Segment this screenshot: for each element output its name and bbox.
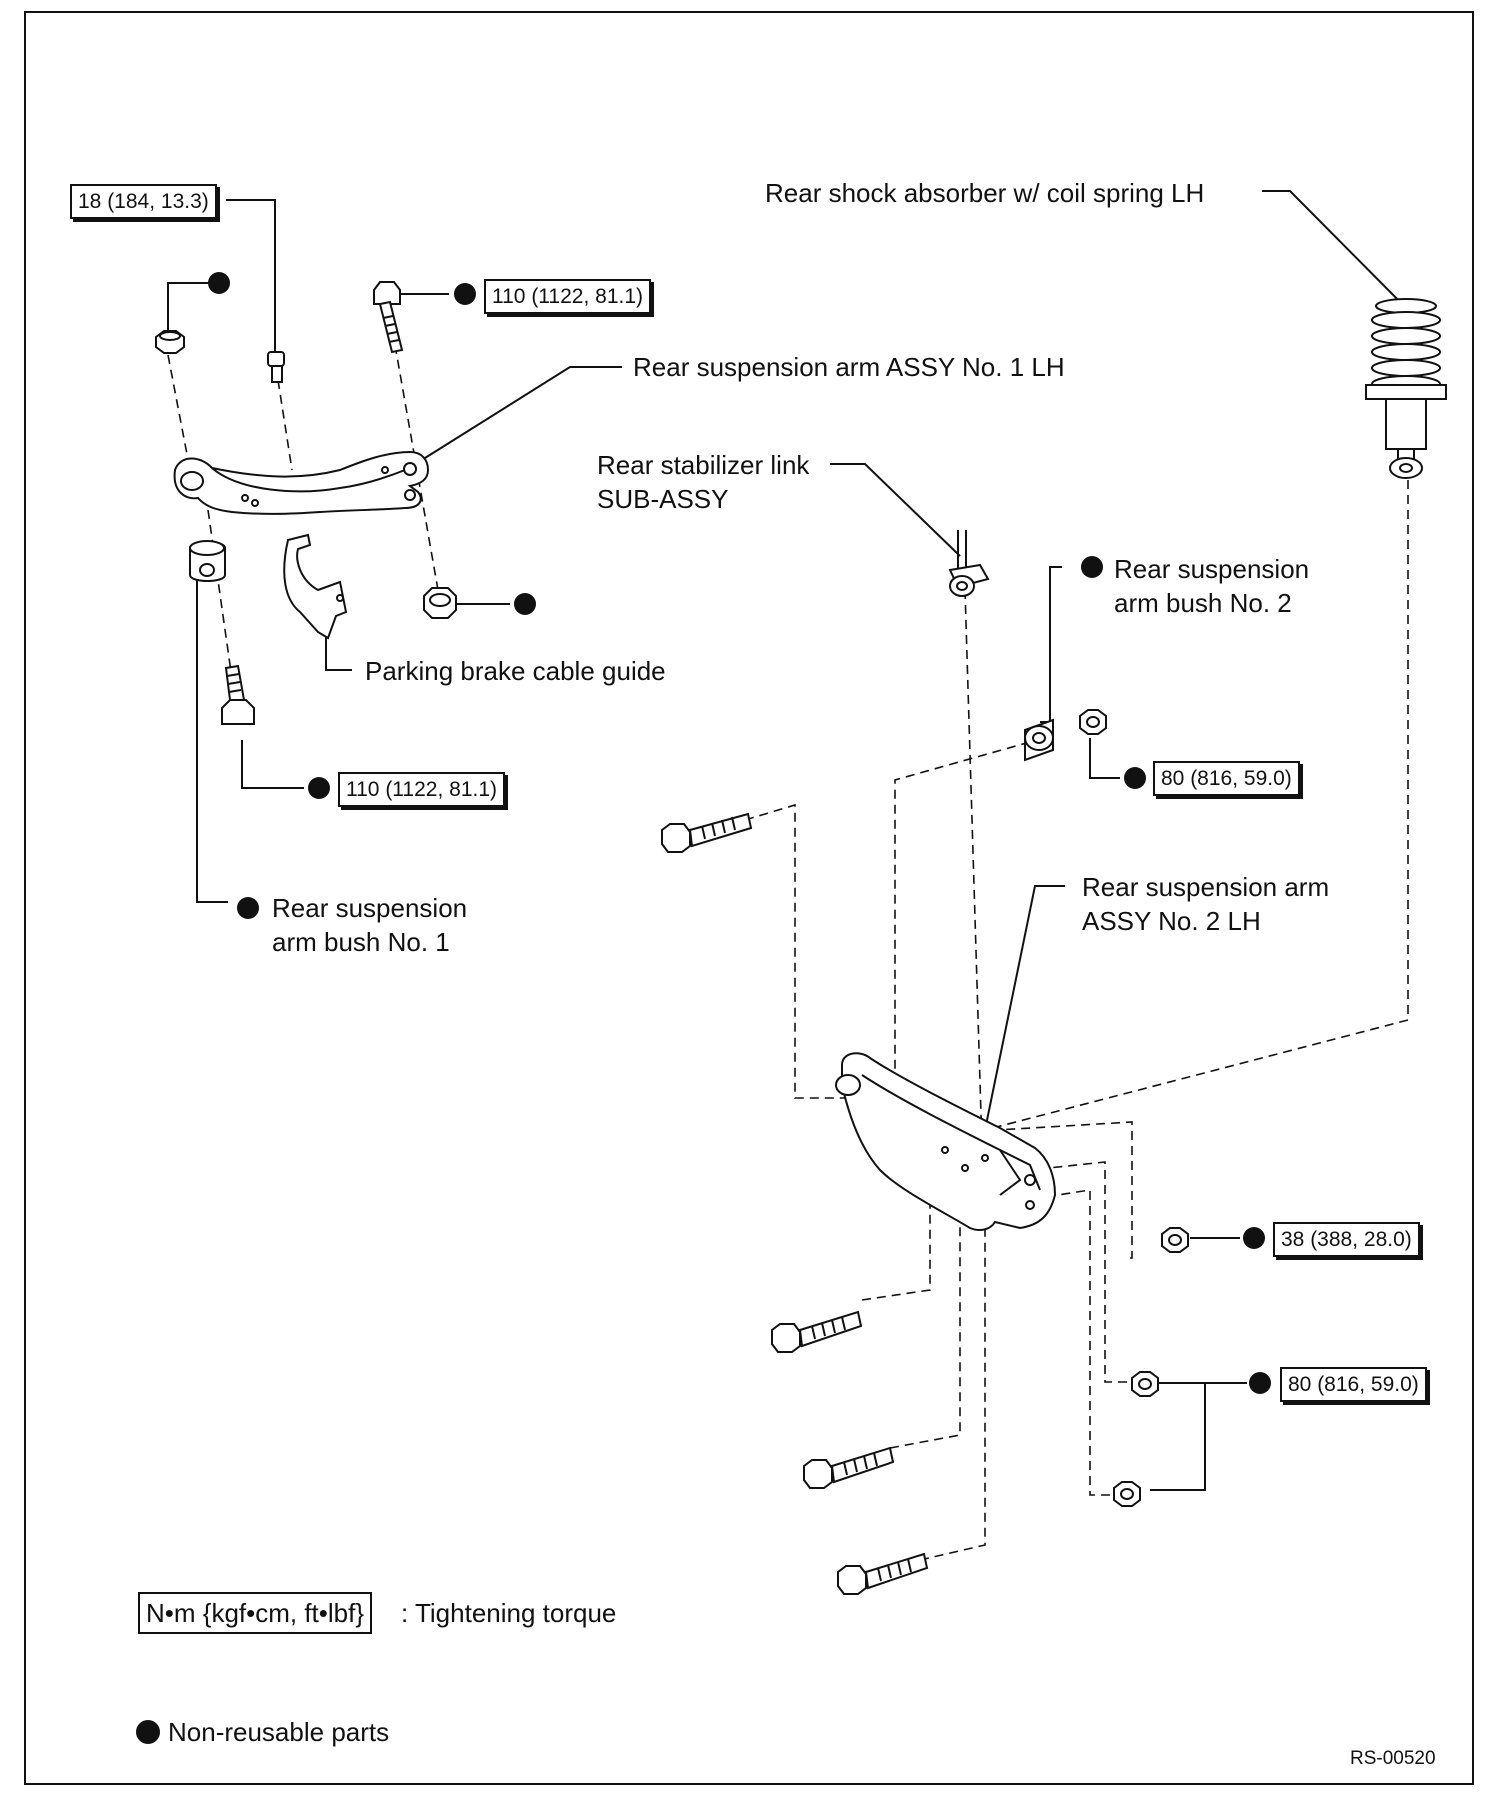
nonreusable-marker xyxy=(208,272,230,294)
torque-box: 80 (816, 59.0) xyxy=(1280,1367,1427,1402)
bush-no1 xyxy=(189,540,226,582)
nut-top-left xyxy=(155,330,185,354)
bolt-arm2-lower-3 xyxy=(837,1552,929,1595)
legend-torque-unit-box: N•m {kgf•cm, ft•lbf} xyxy=(138,1592,373,1634)
bolt-arm2-lower-2 xyxy=(803,1446,895,1489)
arm-no2 xyxy=(835,1052,1057,1231)
label-stabilizer-line1: Rear stabilizer link xyxy=(597,450,810,480)
bolt-top-long xyxy=(373,281,404,354)
leader-arm2-nuts xyxy=(1150,1382,1247,1491)
nonreusable-marker xyxy=(1249,1372,1271,1394)
leader-stabilizer xyxy=(830,463,961,557)
leader-bush1 xyxy=(196,558,228,903)
leader-top-nut xyxy=(167,282,210,330)
bolt-top-small xyxy=(267,351,285,383)
leader-bush2-nut xyxy=(1089,738,1120,779)
arm-no1 xyxy=(173,450,430,515)
nut-arm2-lower-b xyxy=(1113,1481,1141,1507)
bolt-arm2-lower-1 xyxy=(771,1310,863,1353)
nonreusable-marker xyxy=(237,897,259,919)
label-shock-absorber: Rear shock absorber w/ coil spring LH xyxy=(765,178,1205,208)
label-bush2-line1: Rear suspension xyxy=(1114,554,1310,584)
label-arm2-line1: Rear suspension arm xyxy=(1082,872,1330,902)
torque-box: 80 (816, 59.0) xyxy=(1153,761,1300,796)
nonreusable-marker xyxy=(308,777,330,799)
figure-code: RS-00520 xyxy=(1350,1748,1436,1769)
leader-bush2 xyxy=(1040,566,1062,723)
torque-box: 18 (184, 13.3) xyxy=(70,184,217,219)
nut-bush2 xyxy=(1079,709,1107,735)
label-arm-no1: Rear suspension arm ASSY No. 1 LH xyxy=(633,352,1065,382)
legend-nonreusable-marker xyxy=(136,1720,160,1744)
torque-box: 110 (1122, 81.1) xyxy=(484,279,651,314)
nut-arm1 xyxy=(423,587,457,619)
legend-torque-desc: : Tightening torque xyxy=(401,1598,617,1628)
bush-no2 xyxy=(1024,718,1054,762)
legend-nonreusable: Non-reusable parts xyxy=(168,1717,390,1747)
leader-top-left xyxy=(226,199,276,355)
torque-box: 38 (388, 28.0) xyxy=(1273,1222,1420,1257)
nonreusable-marker xyxy=(454,283,476,305)
nonreusable-marker xyxy=(1124,767,1146,789)
label-bush2-line2: arm bush No. 2 xyxy=(1114,588,1292,618)
stabilizer-link xyxy=(948,530,990,597)
leader-shock xyxy=(1262,190,1419,321)
label-arm2-line2: ASSY No. 2 LH xyxy=(1082,906,1261,936)
nonreusable-marker xyxy=(1243,1227,1265,1249)
leader-arm2 xyxy=(984,885,1065,1131)
nut-arm2-right xyxy=(1161,1227,1189,1253)
bolt-arm2-upper xyxy=(661,812,753,853)
leader-lower-bolt xyxy=(241,740,304,789)
nonreusable-marker xyxy=(1081,556,1103,578)
label-parking-brake: Parking brake cable guide xyxy=(365,656,666,686)
torque-box: 110 (1122, 81.1) xyxy=(338,772,505,807)
label-bush1-line2: arm bush No. 1 xyxy=(272,927,450,957)
leader-arm1 xyxy=(424,366,622,459)
shock-absorber xyxy=(1365,298,1447,479)
parking-brake-guide xyxy=(283,533,348,640)
label-stabilizer-line2: SUB-ASSY xyxy=(597,484,729,514)
nonreusable-marker xyxy=(514,593,536,615)
label-bush1-line1: Rear suspension xyxy=(272,893,468,923)
bolt-lower-long xyxy=(221,664,255,725)
nut-arm2-lower-a xyxy=(1131,1371,1159,1397)
